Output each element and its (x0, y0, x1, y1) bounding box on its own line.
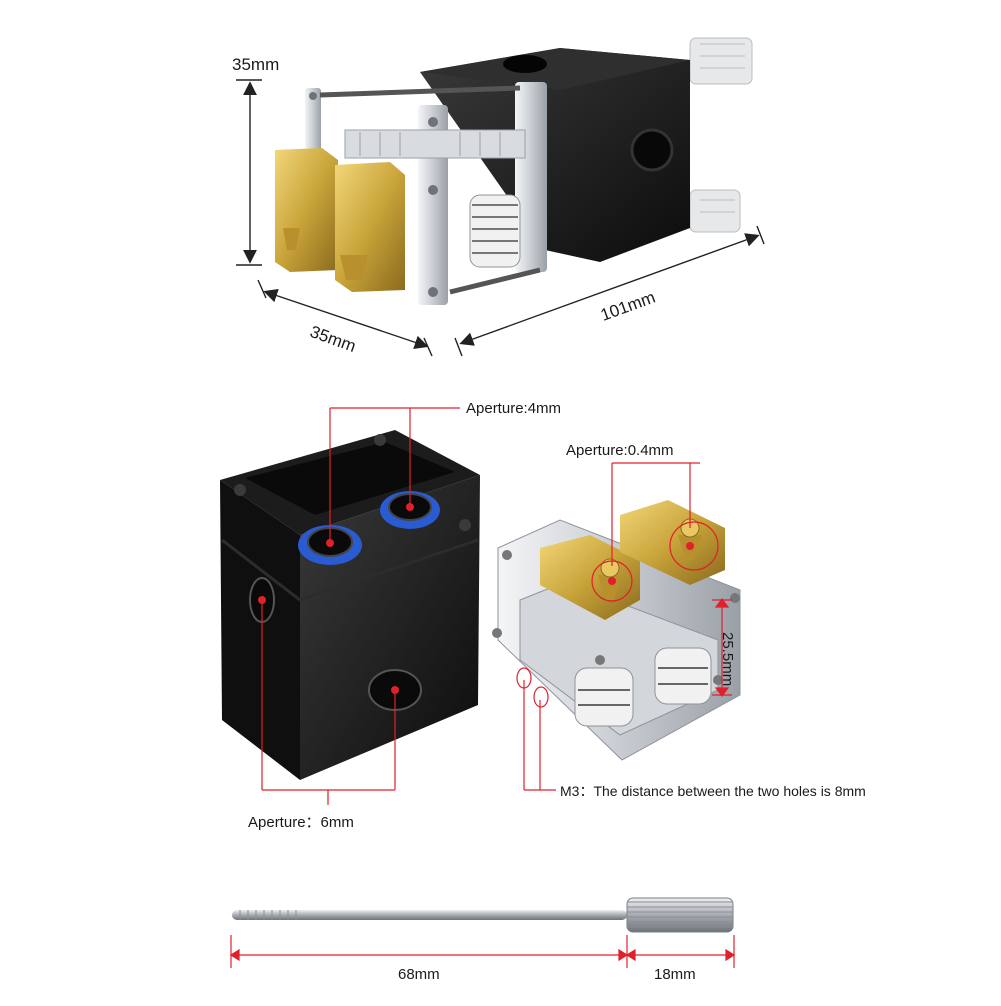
left-heater-block (275, 148, 338, 272)
input-aperture-label: Aperture:4mm (466, 400, 562, 417)
rod-dimension-lines (229, 935, 736, 968)
output-aperture-label: Aperture：6mm (248, 814, 354, 831)
top-dimension-lines (236, 79, 765, 357)
heater-block-back (620, 500, 725, 585)
tool-rod-image (232, 897, 734, 933)
dual-nozzle-plate-image (492, 500, 741, 761)
heatsink-fins (689, 37, 753, 233)
nozzle-callout-dots (608, 542, 694, 585)
height-dimension-label: 35mm (232, 55, 280, 74)
filament-hub-image (220, 430, 480, 780)
nozzle-height-label: 25.5mm (719, 632, 736, 687)
rod-shaft-length-label: 68mm (398, 966, 440, 983)
assembled-hotend-image (275, 37, 753, 305)
hub-callout-dots (258, 503, 414, 694)
nozzle-height-dimension (712, 598, 732, 697)
m3-mount-note: M3：The distance between the two holes is… (560, 783, 866, 799)
nozzle-callout-lines (516, 462, 719, 791)
hub-callout-lines (261, 407, 460, 805)
rod-shaft (232, 910, 627, 920)
heater-block-front (540, 535, 640, 620)
black-block (420, 48, 690, 262)
nozzle-aperture-label: Aperture:0.4mm (566, 442, 674, 459)
rod-knob-length-label: 18mm (654, 966, 696, 983)
